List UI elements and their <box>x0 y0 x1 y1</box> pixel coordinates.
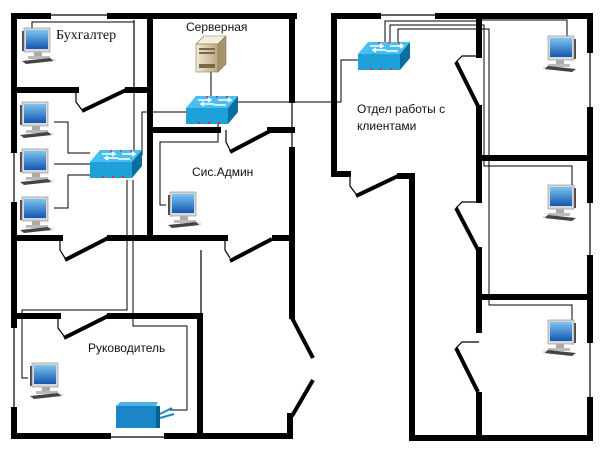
pc-office-3[interactable] <box>542 319 577 357</box>
doors <box>57 55 480 418</box>
switch-server-room[interactable] <box>185 95 239 125</box>
pc-open-area-3[interactable] <box>19 196 54 234</box>
switch-open-area[interactable] <box>89 149 143 179</box>
label-director: Руководитель <box>88 341 165 355</box>
pc-open-area-2[interactable] <box>19 148 54 186</box>
label-client-dept-line1: Отдел работы с <box>357 102 445 116</box>
printer-icon[interactable] <box>116 402 175 428</box>
pc-sysadmin[interactable] <box>167 191 202 229</box>
label-accountant: Бухгалтер <box>56 28 116 43</box>
pc-director[interactable] <box>29 362 64 400</box>
label-client-dept-line2: клиентами <box>357 119 416 133</box>
cables <box>21 19 573 411</box>
server-icon[interactable] <box>195 35 227 73</box>
walls <box>11 13 593 441</box>
pc-office-2[interactable] <box>542 184 577 222</box>
label-sysadmin: Сис.Админ <box>192 165 253 179</box>
pc-accountant[interactable] <box>21 27 56 65</box>
pc-open-area-1[interactable] <box>19 101 54 139</box>
label-server-room: Серверная <box>186 20 247 34</box>
switch-client-dept[interactable] <box>357 41 411 71</box>
pc-office-1[interactable] <box>542 35 577 73</box>
